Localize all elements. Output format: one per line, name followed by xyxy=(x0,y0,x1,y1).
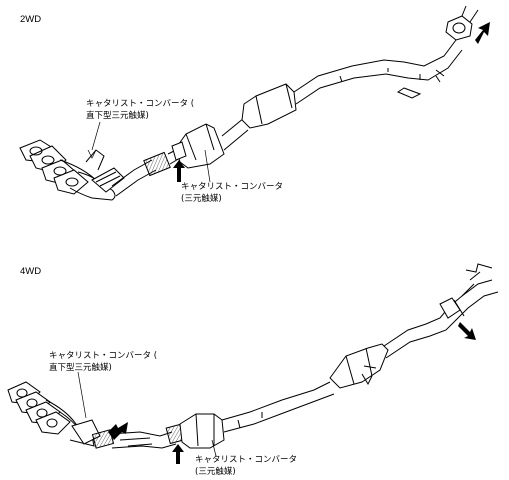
exhaust-manifold-2wd xyxy=(19,139,125,201)
section-title-4wd: 4WD xyxy=(20,266,42,277)
exhaust-manifold-4wd xyxy=(7,381,101,447)
rear-section-4wd xyxy=(439,263,493,319)
catalytic-converter-4wd xyxy=(179,413,225,449)
gasket-arrow-4wd-rear xyxy=(458,322,476,340)
label-2wd-main-converter-line2: (三元触媒) xyxy=(181,194,222,204)
catalytic-converter-2wd xyxy=(171,123,225,169)
gasket-arrow-4wd-converter xyxy=(172,444,184,464)
label-2wd-main-converter-line1: キャタリスト・コンバータ xyxy=(181,182,284,192)
center-pipe-4wd xyxy=(221,279,499,433)
label-4wd-manifold-converter-line1: キャタリスト・コンバータ ( xyxy=(49,351,158,361)
label-4wd-main-converter-line1: キャタリスト・コンバータ xyxy=(195,455,298,465)
label-4wd-manifold-converter-line2: 直下型三元触媒) xyxy=(49,363,112,373)
gasket-arrow-2wd-front xyxy=(173,160,185,182)
gasket-arrow-4wd-front-pipe xyxy=(108,422,128,440)
front-pipe-4wd xyxy=(91,423,185,449)
front-pipe-2wd xyxy=(111,149,181,197)
gasket-arrow-2wd-rear xyxy=(475,22,490,44)
label-4wd-main-converter-line2: (三元触媒) xyxy=(195,467,236,477)
section-title-2wd: 2WD xyxy=(20,14,42,25)
rear-flange-2wd xyxy=(445,5,479,41)
exhaust-assembly-4wd xyxy=(7,263,499,457)
label-2wd-manifold-converter-line1: キャタリスト・コンバータ ( xyxy=(86,99,195,109)
label-2wd-manifold-converter-line2: 直下型三元触媒) xyxy=(86,111,149,121)
center-pipe-2wd xyxy=(221,39,463,151)
exhaust-assembly-2wd xyxy=(19,5,479,201)
